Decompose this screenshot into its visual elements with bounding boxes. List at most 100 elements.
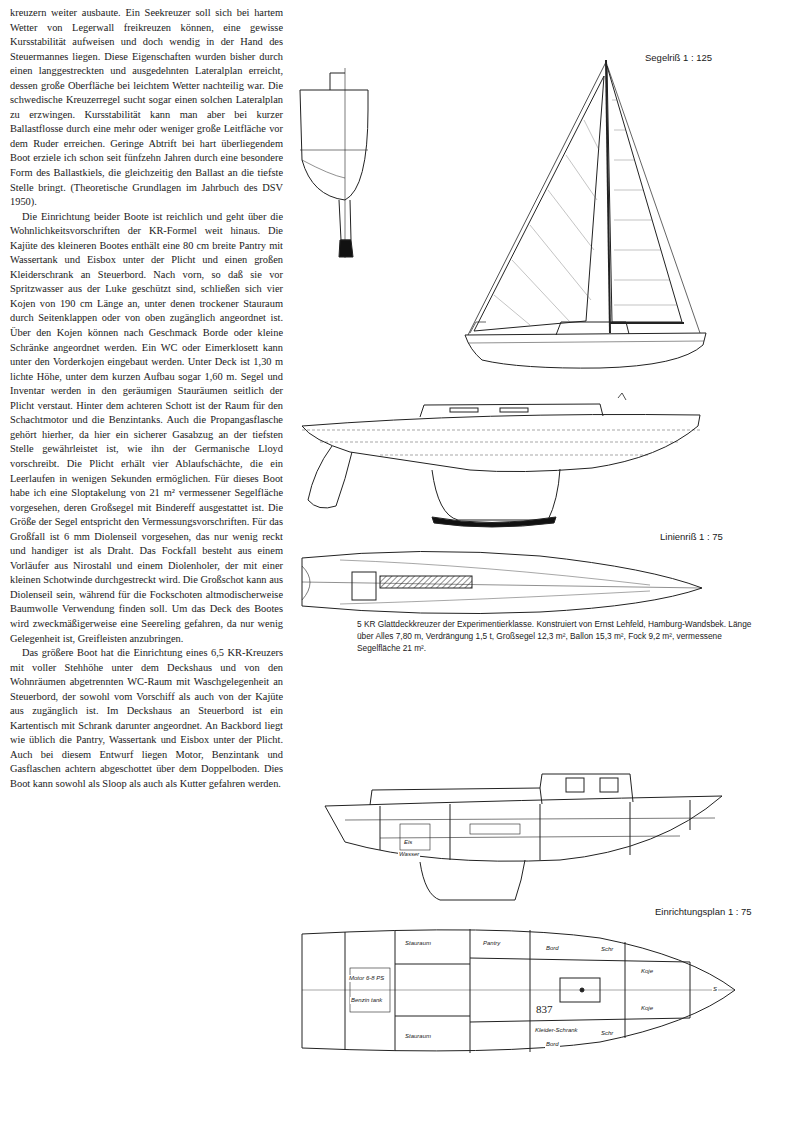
drawing-line	[380, 806, 381, 850]
drawing-line	[600, 778, 618, 792]
drawing-line	[302, 990, 735, 991]
drawing-line	[690, 962, 691, 1018]
drawing-line	[614, 220, 652, 221]
view-title: Segelriß 1 : 125	[645, 52, 712, 63]
drawing-line	[548, 190, 594, 250]
drawing-line	[302, 160, 345, 178]
drawing-line	[339, 200, 351, 240]
body-text: kreuzern weiter ausbaute. Ein Seekreuzer…	[10, 6, 283, 792]
part-label: S	[712, 986, 718, 993]
drawing-line	[302, 566, 310, 600]
drawing-line	[614, 190, 643, 191]
drawing-line	[345, 68, 346, 258]
drawing-line	[400, 824, 430, 850]
drawing-line	[530, 225, 591, 300]
drawing-line	[690, 800, 691, 830]
drawing-line	[614, 130, 626, 131]
body-paragraph: Das größere Boot hat die Einrichtung ein…	[10, 646, 283, 791]
figure-caption: 5 KR Glattdeckkreuzer der Experimentierk…	[357, 618, 762, 654]
drawing-line	[450, 408, 478, 412]
part-label: Schr	[600, 1030, 614, 1037]
drawing-line	[470, 1018, 690, 1022]
sail-plan	[465, 60, 706, 368]
drawing-line	[614, 305, 677, 306]
drawing-line	[584, 120, 599, 150]
drawing-line	[474, 76, 604, 331]
drawing-line	[610, 322, 684, 324]
part-label: Stauraum	[404, 940, 432, 947]
drawing-line	[470, 958, 690, 962]
drawing-line	[470, 824, 520, 834]
part-label: Wasser	[398, 851, 420, 858]
drawing-line	[300, 60, 735, 1053]
drawing-line	[330, 73, 345, 90]
drawing-line	[500, 408, 528, 412]
drawing-line	[420, 860, 525, 900]
drawing-line	[614, 250, 661, 251]
drawing-line	[432, 469, 560, 520]
drawing-line	[300, 150, 368, 151]
drawing-line	[302, 430, 700, 431]
drawing-line	[339, 240, 353, 257]
drawing-line	[580, 988, 584, 992]
drawing-line	[432, 517, 556, 527]
drawing-line	[618, 393, 626, 400]
drawing-line	[468, 62, 606, 335]
drawing-line	[566, 155, 597, 200]
drawing-line	[560, 978, 600, 1002]
view-title: Linienriß 1 : 75	[660, 531, 723, 542]
drawing-line	[325, 796, 722, 806]
drawing-line	[345, 818, 715, 820]
drawing-line	[380, 455, 650, 456]
page-number: 837	[536, 1003, 553, 1015]
view-title: Einrichtungsplan 1 : 75	[655, 906, 752, 917]
part-label: Stauraum	[404, 1033, 432, 1040]
drawing-line	[625, 942, 626, 1038]
drawing-line	[465, 333, 706, 368]
drawing-line	[340, 591, 650, 604]
drawing-line	[512, 260, 570, 322]
drawing-line	[468, 341, 704, 343]
part-label: Motor 6-8 PS	[348, 975, 385, 982]
drawing-line	[540, 774, 633, 802]
drawing-line	[320, 442, 680, 443]
drawing-line	[302, 414, 700, 471]
drawing-line	[606, 62, 700, 333]
drawing-line	[345, 932, 346, 1050]
drawing-line	[380, 836, 680, 838]
part-label: Schr	[600, 946, 614, 953]
drawing-line	[395, 931, 396, 1051]
drawing-line	[302, 551, 702, 613]
drawing-line	[420, 404, 603, 417]
part-label: Koje	[640, 1005, 654, 1012]
drawing-line	[300, 90, 368, 200]
part-label: Bord	[545, 945, 560, 952]
drawing-line	[614, 160, 634, 161]
drawing-line	[370, 788, 542, 805]
drawing-line	[450, 804, 451, 860]
body-paragraph: Die Einrichtung beider Boote ist reichli…	[10, 210, 283, 646]
part-label: Koje	[640, 968, 654, 975]
lines-profile	[302, 393, 700, 527]
interior-plan	[302, 929, 735, 1053]
drawing-line	[612, 100, 617, 101]
body-paragraph: kreuzern weiter ausbaute. Ein Seekreuzer…	[10, 6, 283, 210]
drawing-line	[470, 322, 486, 333]
drawing-line	[494, 100, 677, 325]
part-label: Kleider-Schrank	[534, 1027, 579, 1034]
drawing-line	[395, 1016, 470, 1017]
drawing-line	[302, 582, 702, 588]
drawing-line	[494, 295, 530, 325]
drawing-line	[380, 576, 472, 588]
drawing-line	[395, 964, 470, 965]
drawing-line	[614, 280, 670, 281]
lines-plan-view	[302, 551, 702, 613]
drawing-line	[566, 778, 584, 792]
drawing-line	[530, 930, 531, 1052]
drawing-line	[302, 930, 735, 1051]
midship-section	[300, 68, 368, 258]
drawing-line	[325, 796, 722, 861]
part-label: Bord	[545, 1041, 560, 1048]
part-label: Pantry	[482, 940, 501, 947]
drawing-line	[470, 929, 471, 1053]
